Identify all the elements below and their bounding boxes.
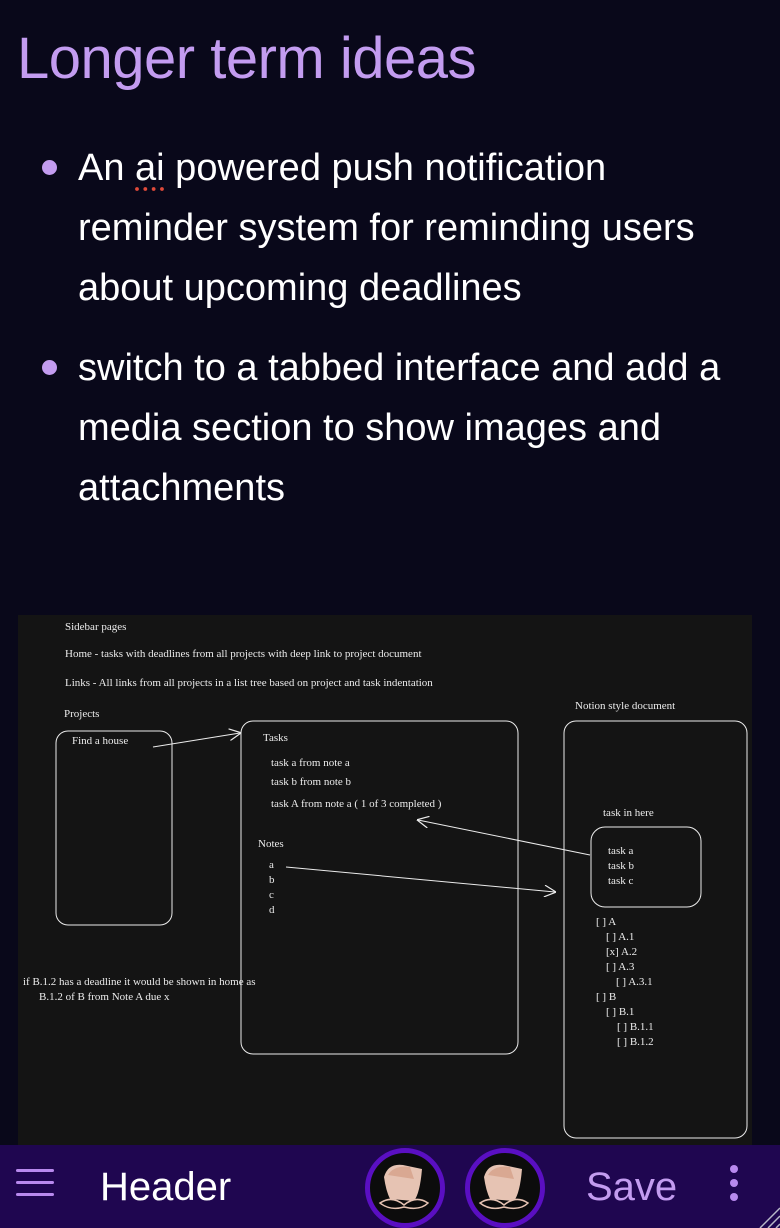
arrow-doc-to-task xyxy=(418,820,591,856)
checklist-line: [ ] B.1.1 xyxy=(617,1021,654,1033)
deadline-note: if B.1.2 has a deadline it would be show… xyxy=(23,976,256,988)
arrow-project-to-tasks xyxy=(152,733,240,748)
mustache-avatar-icon xyxy=(378,1164,430,1210)
resize-grip-icon[interactable] xyxy=(754,1202,780,1228)
tasks-box xyxy=(240,720,519,1055)
checklist-line: [ ] A.3 xyxy=(606,961,635,973)
task-in-here-label: task in here xyxy=(603,807,654,819)
notes-label: Notes xyxy=(258,838,284,850)
spellcheck-flagged-word[interactable]: ai xyxy=(135,147,165,189)
bullet-dot-icon xyxy=(42,160,57,175)
checklist-line: [ ] A xyxy=(596,916,616,928)
sketch-drawing[interactable]: Sidebar pages Home - tasks with deadline… xyxy=(18,615,752,1145)
checklist-line: [ ] B.1 xyxy=(606,1006,634,1018)
list-item[interactable]: switch to a tabbed interface and add a m… xyxy=(0,338,780,518)
inner-task-line: task c xyxy=(608,875,633,887)
bullet-text-start: An xyxy=(78,147,136,189)
arrow-notes-to-doc xyxy=(285,866,555,892)
bullet-text: switch to a tabbed interface and add a m… xyxy=(78,347,721,509)
note-line: a xyxy=(269,859,274,871)
bullet-text-end: powered push notification reminder syste… xyxy=(78,147,695,309)
save-button[interactable]: Save xyxy=(586,1165,678,1209)
header-label[interactable]: Header xyxy=(100,1165,232,1209)
projects-box xyxy=(55,730,173,926)
bullet-list: An ai powered push notification reminder… xyxy=(0,138,780,538)
avatar[interactable] xyxy=(465,1148,545,1228)
tasks-label: Tasks xyxy=(263,732,288,744)
checklist-line: [ ] A.3.1 xyxy=(616,976,653,988)
vertical-dots-icon[interactable] xyxy=(724,1163,744,1203)
note-line: c xyxy=(269,889,274,901)
bullet-dot-icon xyxy=(42,360,57,375)
project-item: Find a house xyxy=(72,735,128,747)
notion-doc-box xyxy=(563,720,748,1139)
mustache-avatar-icon xyxy=(478,1164,530,1210)
task-in-here-box xyxy=(590,826,702,908)
avatar[interactable] xyxy=(365,1148,445,1228)
list-item[interactable]: An ai powered push notification reminder… xyxy=(0,138,780,318)
deadline-note: B.1.2 of B from Note A due x xyxy=(39,991,170,1003)
task-line: task a from note a xyxy=(271,757,350,769)
note-line: d xyxy=(269,904,275,916)
inner-task-line: task a xyxy=(608,845,633,857)
sketch-svg: Sidebar pages Home - tasks with deadline… xyxy=(23,621,748,1139)
projects-label: Projects xyxy=(64,708,99,720)
hamburger-menu-icon[interactable] xyxy=(16,1167,56,1199)
notion-doc-label: Notion style document xyxy=(575,700,675,712)
checklist-line: [ ] A.1 xyxy=(606,931,634,943)
page-title: Longer term ideas xyxy=(17,26,476,91)
home-line: Home - tasks with deadlines from all pro… xyxy=(65,648,422,660)
checklist-line: [ ] B xyxy=(596,991,616,1003)
inner-task-line: task b xyxy=(608,860,634,872)
links-line: Links - All links from all projects in a… xyxy=(65,677,433,689)
bottom-toolbar: Header Save xyxy=(0,1145,780,1228)
note-line: b xyxy=(269,874,275,886)
task-line: task b from note b xyxy=(271,776,352,788)
checklist-line: [x] A.2 xyxy=(606,946,637,958)
checklist-line: [ ] B.1.2 xyxy=(617,1036,654,1048)
sidebar-pages-label: Sidebar pages xyxy=(65,621,126,633)
task-line: task A from note a ( 1 of 3 completed ) xyxy=(271,798,442,810)
